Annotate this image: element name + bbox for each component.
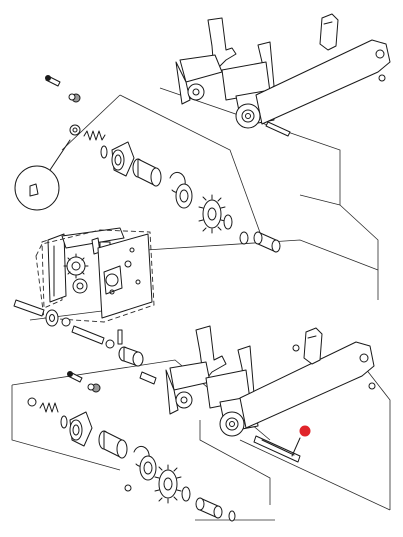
spring-lower bbox=[39, 402, 59, 413]
upper-arm bbox=[255, 39, 391, 125]
upper-clip bbox=[319, 13, 339, 51]
lower-assembly bbox=[118, 325, 376, 437]
detail-callout bbox=[14, 139, 71, 211]
lower-parts-chain bbox=[27, 371, 236, 522]
assembly-leader-lines bbox=[11, 87, 391, 521]
gearbox-main-plate bbox=[97, 233, 153, 319]
middle-gearbox-assembly bbox=[13, 227, 155, 349]
highlight-marker[interactable] bbox=[299, 425, 311, 437]
lower-arm bbox=[239, 341, 375, 429]
gearbox-left-plate bbox=[47, 233, 67, 303]
lower-clip bbox=[303, 327, 323, 365]
sprocket-lower bbox=[154, 464, 182, 504]
upper-parts-chain bbox=[45, 75, 281, 253]
spring-upper bbox=[83, 130, 106, 141]
sprocket-upper bbox=[198, 194, 226, 234]
upper-assembly bbox=[175, 13, 391, 137]
shaft-pin[interactable] bbox=[253, 435, 301, 463]
gearbox-gears bbox=[63, 253, 89, 294]
